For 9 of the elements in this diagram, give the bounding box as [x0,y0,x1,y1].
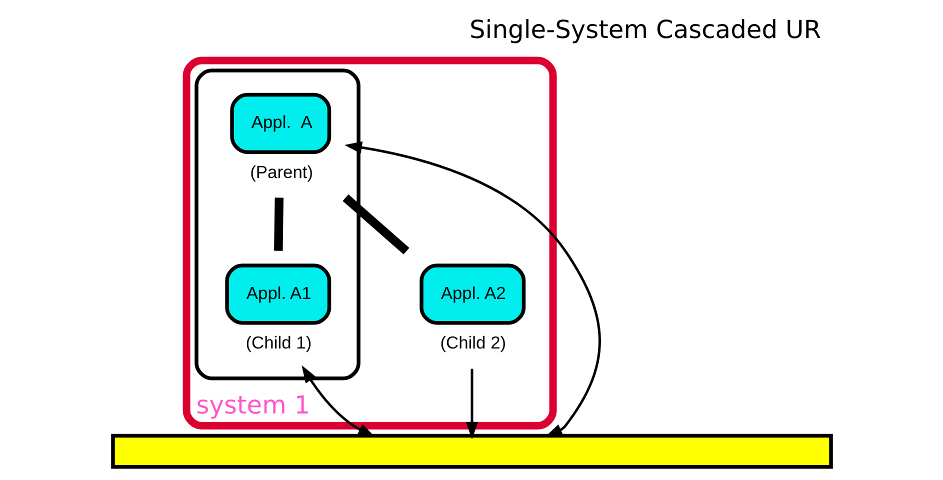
arrow [465,368,478,440]
node-label: (Parent) [250,162,313,182]
node-label: (Child 2) [440,332,506,353]
diagram-title: Single-System Cascaded UR [468,15,821,44]
connector [274,198,284,251]
cluster [194,68,360,380]
node-label: (Child 1) [245,332,312,353]
connector [342,194,409,254]
node-bar [110,434,832,469]
